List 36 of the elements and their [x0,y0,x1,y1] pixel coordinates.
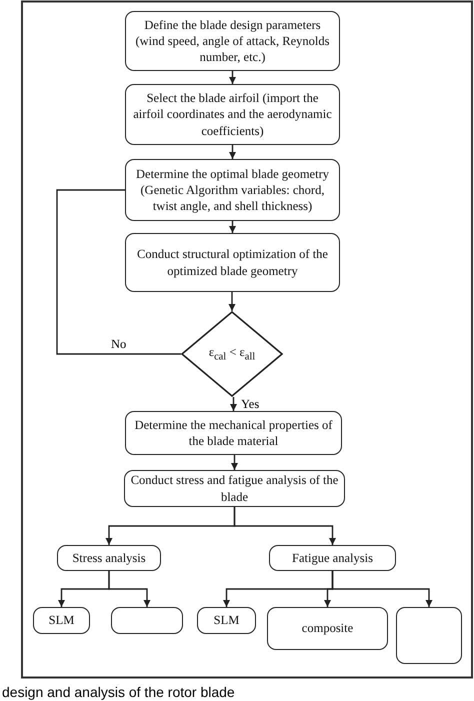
connector-arrow [229,71,236,84]
process-box [33,607,90,634]
connector-arrow [229,221,236,233]
connector-arrow [230,397,237,411]
node-text: Conduct structural optimization of the optimized blade geometry [136,246,329,279]
process-box [111,607,183,634]
node-text: Fatigue analysis [291,550,374,566]
connector-arrow [108,571,150,607]
process-box [125,411,342,455]
process-box [197,607,256,634]
node-text: Define the blade design parameters (wind speed, angle of attack, Reynolds number, etc.) [134,16,331,66]
process-box [125,84,340,145]
process-box [125,159,340,221]
decision-diamond [181,311,283,397]
node-text: SLM [48,612,76,629]
node-text: Select the blade airfoil (import the airfoil coordinates and the aerodynamic coefficients) [132,90,333,139]
node-text: composite [300,620,354,637]
node-text: SLM [212,612,240,629]
connector-arrow [234,507,336,545]
process-box [124,470,345,507]
node-text: Stress analysis [71,550,147,566]
connector-arrow [229,145,236,159]
connector-arrow [228,292,236,311]
caption: design and analysis of the rotor blade [2,684,235,700]
process-box [269,545,396,571]
node-text: Determine the mechanical properties of the blade material [134,416,334,450]
process-box [125,233,340,292]
connector-arrow [332,571,432,607]
process-box [125,11,340,71]
node-text: Determine the optimal blade geometry (Genetic Algorithm variables: chord, twist angle, and shell thickness) [135,166,330,214]
connector-arrow [231,455,238,470]
process-box [267,607,388,650]
process-box [57,545,161,571]
node-text: ε$_{cal}$ < ε$_{all}$ [208,344,256,364]
process-box [396,607,462,664]
node-text: Conduct stress and fatigue analysis of the blade [130,472,340,505]
